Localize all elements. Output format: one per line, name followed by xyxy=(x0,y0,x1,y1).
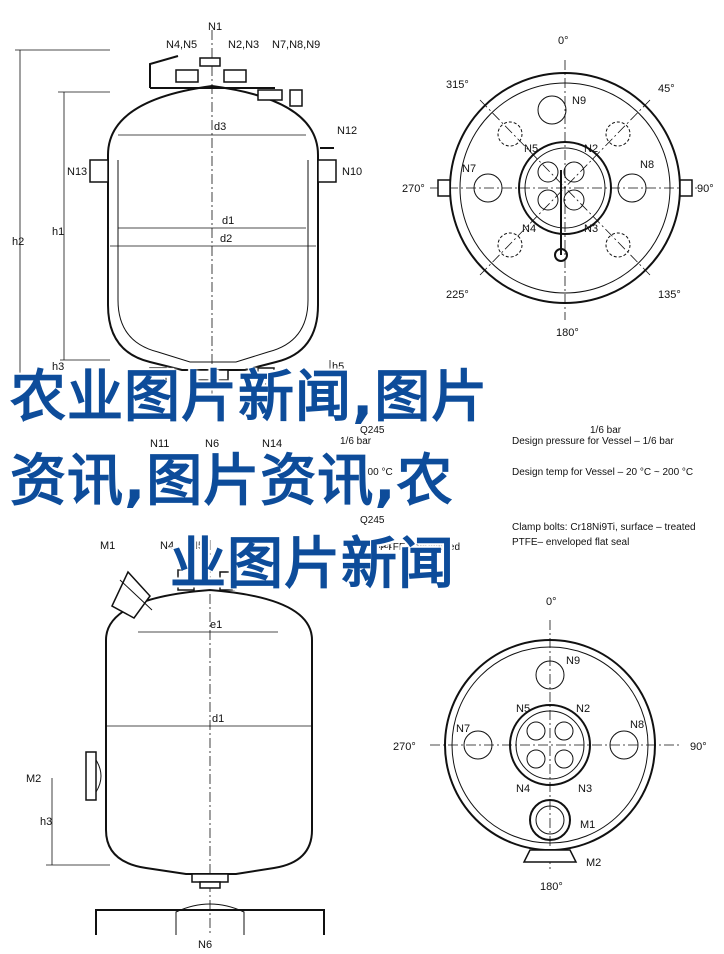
label-n6: N6 xyxy=(205,438,219,450)
label-n11: N11 xyxy=(150,438,169,450)
top-plan-labels: 0° 45° 90° 135° 180° 225° 270° 315° N9 N… xyxy=(402,35,714,339)
label-n2-n3: N2,N3 xyxy=(228,39,259,51)
label-n9: N9 xyxy=(572,95,586,107)
spec-line-2: Design temp for Vessel – 20 °C ~ 200 °C xyxy=(512,467,694,478)
label-n3: N3 xyxy=(584,223,598,235)
bottom-plan-labels: 0° 90° 180° 270° N9 N5 N2 N7 N8 N4 N3 M1… xyxy=(393,596,707,893)
bottom-vessel-labels: M1 N4 N5 M2 h3 N6 e1 d1 xyxy=(26,540,224,951)
label-n5: N5 xyxy=(516,703,530,715)
angle-270: 270° xyxy=(393,741,416,753)
label-n9: N9 xyxy=(566,655,580,667)
angle-270: 270° xyxy=(402,183,425,195)
label-n12: N12 xyxy=(337,125,357,137)
angle-0: 0° xyxy=(546,596,557,608)
label-m1: M1 xyxy=(100,540,115,552)
label-n8: N8 xyxy=(640,159,654,171)
angle-180: 180° xyxy=(540,881,563,893)
spec-small-4: PTFE– enveloped xyxy=(380,542,461,553)
dim-h3: h3 xyxy=(52,361,64,373)
spec-label-gasket: Gasket xyxy=(360,540,392,551)
label-n7: N7 xyxy=(456,723,470,735)
spec-small-2: 1/6 bar xyxy=(590,425,622,436)
spec-line-1: Design pressure for Vessel – 1/6 bar xyxy=(512,436,674,447)
label-n4: N4 xyxy=(522,223,536,235)
label-n13: N13 xyxy=(67,166,87,178)
dim-d3: d3 xyxy=(214,121,226,133)
label-n4: N4 xyxy=(160,540,174,552)
angle-315: 315° xyxy=(446,79,469,91)
dim-h1: h1 xyxy=(52,226,64,238)
angle-90: 90° xyxy=(690,741,707,753)
bottom-vessel-elevation xyxy=(46,540,325,935)
bottom-plan-view xyxy=(430,620,680,870)
spec-small-3: 200 °C xyxy=(362,467,393,478)
dim-h2: h2 xyxy=(12,236,24,248)
label-n8: N8 xyxy=(630,719,644,731)
label-n7: N7 xyxy=(462,163,476,175)
label-n4-n5: N4,N5 xyxy=(166,39,197,51)
label-n2: N2 xyxy=(584,143,598,155)
angle-45: 45° xyxy=(658,83,675,95)
top-vessel-elevation xyxy=(15,30,337,395)
top-vessel-labels: N1 N4,N5 N2,N3 N7,N8,N9 N12 N13 N10 N11 … xyxy=(12,21,362,450)
angle-225: 225° xyxy=(446,289,469,301)
angle-90: 90° xyxy=(697,183,714,195)
label-n5: N5 xyxy=(190,540,204,552)
label-n4: N4 xyxy=(516,783,530,795)
label-m1: M1 xyxy=(580,819,595,831)
dim-d2: d2 xyxy=(220,233,232,245)
label-n2: N2 xyxy=(576,703,590,715)
spec-label-q245: Q245 xyxy=(360,515,385,526)
spec-label-q245-top: Q245 xyxy=(360,425,385,436)
label-m2: M2 xyxy=(586,857,601,869)
label-n6: N6 xyxy=(198,939,212,951)
label-n7-n8-n9: N7,N8,N9 xyxy=(272,39,320,51)
angle-135: 135° xyxy=(658,289,681,301)
top-plan-view xyxy=(430,60,700,320)
label-n14: N14 xyxy=(262,438,282,450)
label-n3: N3 xyxy=(578,783,592,795)
spec-small-1: 1/6 bar xyxy=(340,436,372,447)
spec-line-4: PTFE– enveloped flat seal xyxy=(512,537,630,548)
label-n1: N1 xyxy=(208,21,222,33)
dim-h3: h3 xyxy=(40,816,52,828)
label-m2: M2 xyxy=(26,773,41,785)
dim-e1: e1 xyxy=(210,619,222,631)
angle-180: 180° xyxy=(556,327,579,339)
dim-d1: d1 xyxy=(212,713,224,725)
label-n5: N5 xyxy=(524,143,538,155)
dim-h5: h5 xyxy=(332,361,344,373)
label-n10: N10 xyxy=(342,166,362,178)
angle-0: 0° xyxy=(558,35,569,47)
dim-d1: d1 xyxy=(222,215,234,227)
spec-line-3: Clamp bolts: Cr18Ni9Ti, surface – treate… xyxy=(512,522,696,533)
